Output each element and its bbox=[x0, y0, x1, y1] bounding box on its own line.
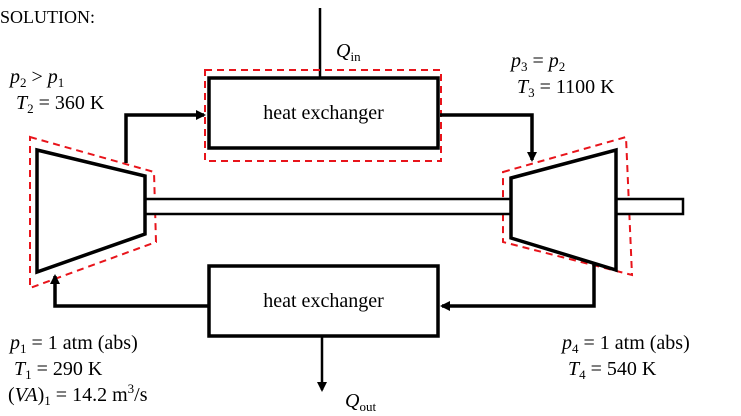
state-1-volume-flow: (VA)1 = 14.2 m3/s bbox=[8, 381, 148, 408]
heat-in-subscript: in bbox=[350, 49, 361, 64]
state-1-temperature: T1 = 290 K bbox=[14, 358, 103, 382]
flow-3-arrow bbox=[440, 113, 537, 162]
bottom-heat-exchanger-label: heat exchanger bbox=[263, 290, 384, 312]
output-shaft bbox=[606, 197, 685, 216]
heat-out-label: Qout bbox=[345, 390, 377, 414]
state-2-temperature: T2 = 360 K bbox=[16, 92, 105, 116]
heat-in-symbol: Q bbox=[336, 40, 351, 62]
compressor-control-volume bbox=[29, 135, 158, 290]
flow-2-arrow bbox=[124, 110, 206, 163]
heat-in-label: Qin bbox=[336, 40, 361, 64]
bottom-heat-exchanger-box bbox=[207, 264, 440, 338]
flow-1-arrow bbox=[50, 274, 209, 308]
state-1-pressure: p1 = 1 atm (abs) bbox=[10, 332, 138, 356]
top-heat-exchanger-label: heat exchanger bbox=[263, 102, 384, 124]
state-4-pressure: p4 = 1 atm (abs) bbox=[562, 332, 690, 356]
heat-out-symbol: Q bbox=[345, 390, 360, 412]
heat-out-subscript: out bbox=[359, 399, 377, 414]
flow-4-arrow bbox=[440, 264, 596, 311]
shaft bbox=[143, 197, 513, 216]
solution-label: SOLUTION: bbox=[0, 7, 95, 27]
state-3-pressure: p3 = p2 bbox=[511, 50, 566, 74]
turbine-control-volume bbox=[502, 135, 634, 277]
state-3-temperature: T3 = 1100 K bbox=[517, 76, 615, 100]
compressor bbox=[35, 147, 147, 275]
state-2-pressure: p2 > p1 bbox=[10, 66, 65, 90]
top-heat-exchanger-box bbox=[207, 76, 440, 150]
state-4-temperature: T4 = 540 K bbox=[568, 358, 657, 382]
turbine bbox=[509, 147, 618, 273]
